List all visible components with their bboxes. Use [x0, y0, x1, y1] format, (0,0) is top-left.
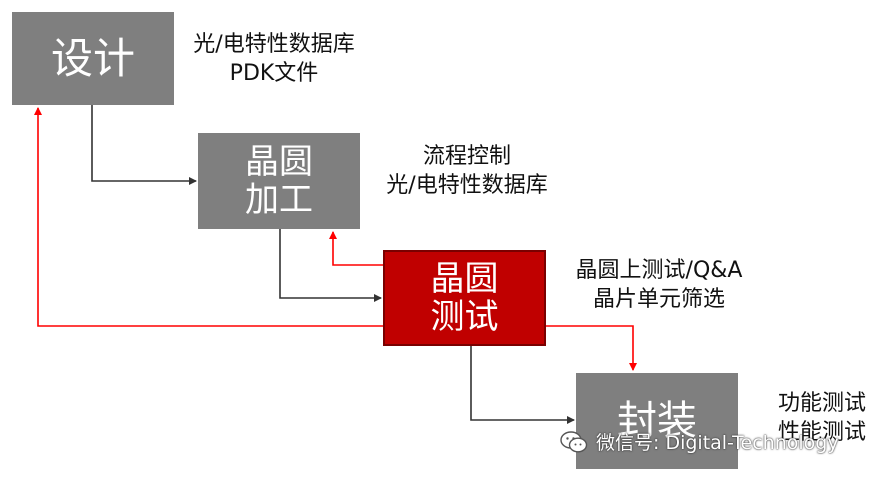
wafer-test-note-line2: 晶片单元筛选: [592, 287, 725, 313]
packaging-note: 功能测试 性能测试: [760, 389, 884, 447]
wafer-test-note-line1: 晶圆上测试/Q&A: [575, 258, 743, 283]
wafer-fab-note-line1: 流程控制: [422, 144, 511, 169]
packaging-note-line1: 功能测试: [777, 391, 866, 416]
feedback-arrow-test-to-fab: [329, 231, 383, 266]
wechat-icon: [560, 430, 588, 453]
wafer-test-box-line1: 晶圆: [430, 258, 499, 299]
wafer-test-box-line2: 测试: [430, 297, 499, 337]
arrow-test-to-package-red: [546, 325, 637, 371]
wafer-fab-box-line2: 加工: [245, 180, 313, 220]
design-box-label: 设计: [50, 33, 135, 83]
packaging-box-label: 封装: [617, 397, 697, 444]
design-note: 光/电特性数据库 PDK文件: [176, 30, 372, 88]
arrow-fab-to-test: [279, 229, 382, 302]
feedback-arrow-test-to-design: [34, 107, 383, 327]
wafer-fab-note-line2: 光/电特性数据库: [386, 173, 548, 199]
design-box: 设计: [12, 12, 174, 105]
wafer-test-note: 晶圆上测试/Q&A 晶片单元筛选: [556, 256, 762, 314]
wafer-test-box: 晶圆 测试: [383, 250, 546, 346]
arrow-test-to-package: [470, 346, 575, 424]
wafer-fab-note: 流程控制 光/电特性数据库: [364, 142, 570, 200]
wafer-fab-box: 晶圆 加工: [198, 133, 360, 229]
watermark: 微信号: Digital-Technology: [560, 428, 839, 455]
design-note-line2: PDK文件: [229, 61, 319, 87]
design-note-line1: 光/电特性数据库: [193, 32, 355, 57]
watermark-text: 微信号: Digital-Technology: [596, 432, 839, 454]
packaging-note-line2: 性能测试: [777, 420, 866, 446]
wafer-fab-box-line1: 晶圆: [245, 141, 313, 182]
arrow-design-to-fab: [91, 105, 197, 185]
packaging-box: 封装: [576, 373, 738, 469]
